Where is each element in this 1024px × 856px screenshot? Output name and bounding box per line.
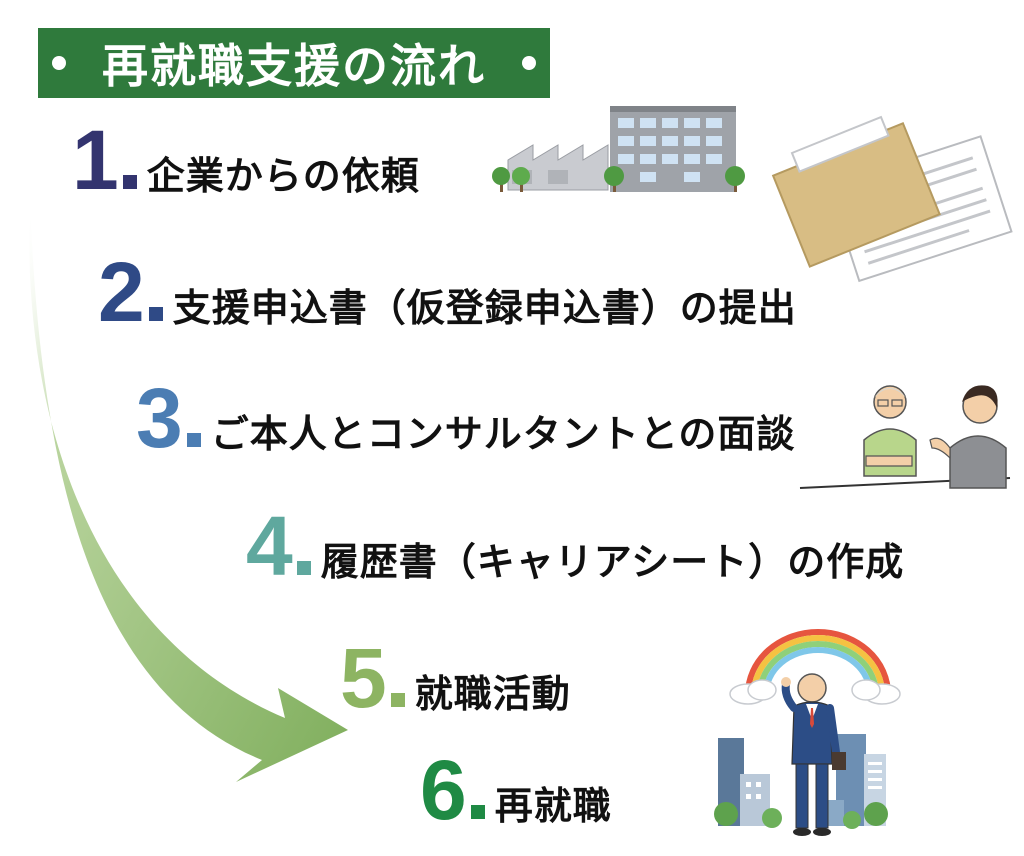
- step-4: 4 履歴書（キャリアシート）の作成: [246, 504, 904, 588]
- factory-building-icon: [492, 106, 745, 192]
- step-dot: [470, 805, 485, 819]
- step-number: 4: [246, 499, 293, 593]
- banner-dot-left: [52, 56, 66, 70]
- step-number: 6: [420, 743, 467, 837]
- step-number: 1: [72, 113, 119, 207]
- step-label: ご本人とコンサルタントとの面談: [210, 412, 796, 456]
- step-1: 1 企業からの依頼: [72, 118, 420, 202]
- step-5: 5 就職活動: [340, 636, 571, 720]
- title-banner: 再就職支援の流れ: [38, 28, 550, 98]
- step-label: 企業からの依頼: [146, 154, 420, 198]
- step-dot: [186, 433, 201, 447]
- step-label: 支援申込書（仮登録申込書）の提出: [172, 286, 797, 330]
- consultation-people-icon: [799, 385, 1011, 489]
- step-number: 3: [136, 371, 183, 465]
- step-6: 6 再就職: [420, 748, 612, 832]
- banner-dot-right: [522, 56, 536, 70]
- documents-envelope-icon: [771, 115, 1013, 283]
- step-label: 再就職: [494, 784, 612, 828]
- step-label: 履歴書（キャリアシート）の作成: [320, 540, 905, 584]
- step-2: 2 支援申込書（仮登録申込書）の提出: [98, 250, 797, 334]
- step-dot: [296, 561, 311, 575]
- step-dot: [148, 307, 163, 321]
- page-title: 再就職支援の流れ: [102, 39, 486, 93]
- step-number: 5: [340, 631, 387, 725]
- step-dot: [122, 175, 137, 189]
- step-dot: [390, 693, 405, 707]
- step-number: 2: [98, 245, 145, 339]
- step-label: 就職活動: [414, 672, 571, 716]
- city-businessman-rainbow-icon: [714, 629, 901, 836]
- step-3: 3 ご本人とコンサルタントとの面談: [136, 376, 795, 460]
